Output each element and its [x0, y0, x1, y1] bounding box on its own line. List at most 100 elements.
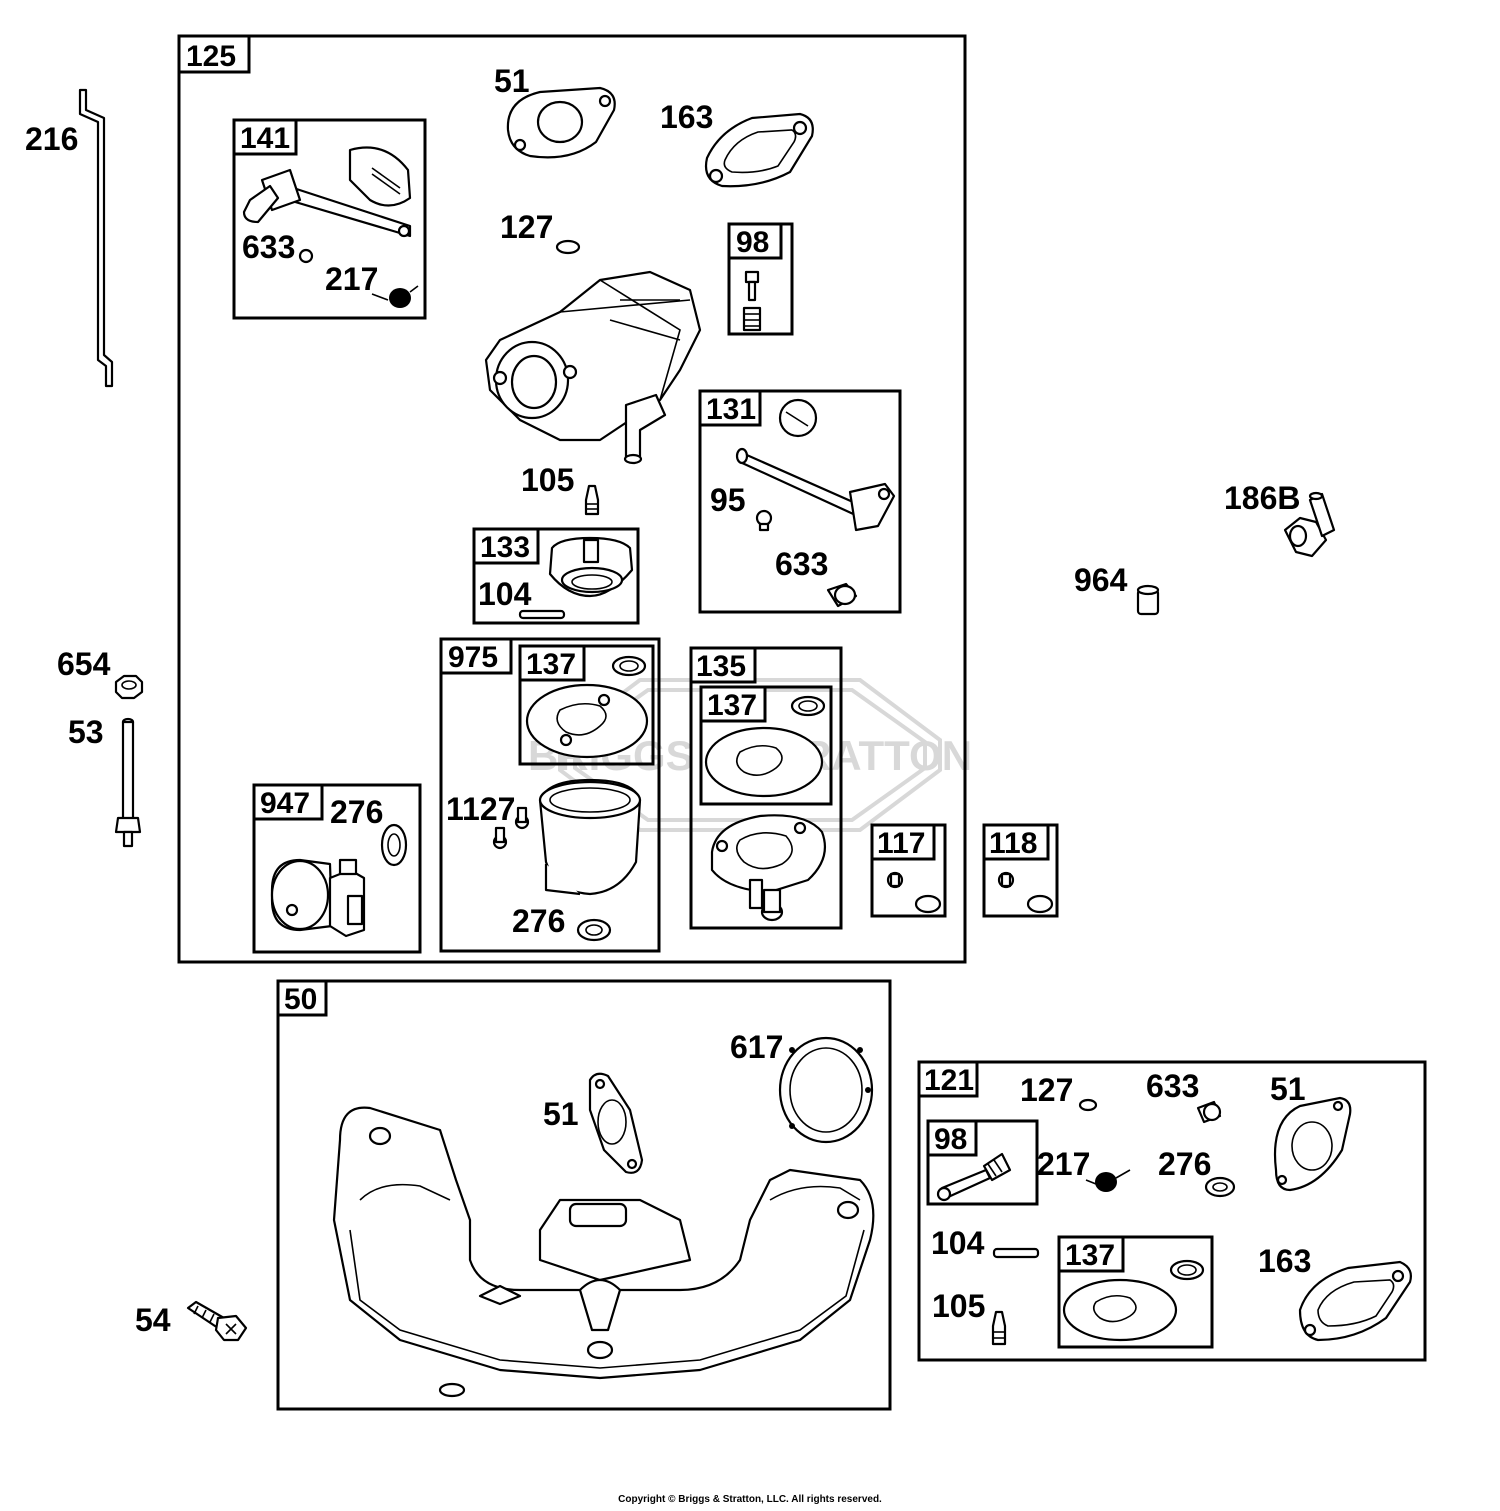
group-box-50: [276, 979, 892, 1411]
group-tag-117-frame: [870, 823, 936, 861]
group-box-947: [252, 783, 422, 954]
gasket-kit-137: [525, 655, 649, 759]
throttle-link-rod-216: [78, 88, 114, 388]
label-163-box121: 163: [1258, 1243, 1311, 1279]
group-tag-131-frame: [698, 389, 762, 427]
gasket-51-box50: [588, 1072, 644, 1174]
gasket-163-box121: [1298, 1260, 1412, 1342]
fuel-solenoid-947: [270, 858, 366, 938]
fuel-valve-186B: [1283, 491, 1336, 558]
washer-276: [576, 918, 612, 942]
group-box-135: [689, 646, 843, 930]
bushing-633-box121: [1196, 1100, 1222, 1124]
group-box-98-in-121: [926, 1119, 1039, 1206]
bolt-54: [186, 1300, 248, 1342]
label-964: 964: [1074, 562, 1128, 598]
group-tag-125-frame: [177, 34, 251, 74]
label-104-box121: 104: [931, 1225, 985, 1261]
choke-shaft-assembly: [242, 146, 412, 238]
gasket-kit-137-b: [704, 695, 826, 798]
o-ring-127-box121: [1078, 1098, 1098, 1112]
group-tag-975: 975: [448, 641, 498, 674]
group-tag-133-frame: [472, 527, 540, 565]
seal-617: [778, 1036, 874, 1144]
inlet-needle-105-box121: [991, 1310, 1007, 1346]
group-tag-137-in-135-frame: [699, 685, 767, 723]
label-633-box141: 633: [242, 229, 295, 265]
group-box-141: [232, 118, 427, 320]
group-tag-133: 133: [480, 531, 530, 564]
label-633-box121: 633: [1146, 1068, 1199, 1104]
group-box-975: [439, 637, 661, 953]
throttle-shaft-assembly: [735, 398, 896, 532]
main-jet-118: [997, 871, 1054, 914]
group-box-137-in-975: [518, 644, 655, 766]
spring-217: [371, 285, 419, 308]
bushing-633: [826, 582, 858, 608]
o-ring-127: [555, 239, 581, 255]
inlet-needle-105: [584, 484, 600, 516]
label-217-box141: 217: [325, 261, 378, 297]
idle-screw-and-spring: [742, 270, 762, 332]
label-276-box975: 276: [512, 903, 565, 939]
label-51-top: 51: [494, 63, 530, 99]
group-tag-117: 117: [877, 827, 925, 860]
group-tag-50: 50: [284, 983, 317, 1016]
idle-screw-box121: [936, 1152, 1012, 1202]
label-654: 654: [57, 646, 111, 682]
group-tag-98: 98: [736, 226, 769, 259]
group-tag-947: 947: [260, 787, 310, 820]
group-tag-141: 141: [240, 122, 290, 155]
main-jet-117: [886, 871, 942, 914]
label-216: 216: [25, 121, 78, 157]
label-105-top: 105: [521, 462, 574, 498]
group-tag-135: 135: [696, 650, 746, 683]
spring-217-box121: [1085, 1169, 1131, 1192]
group-tag-141-frame: [232, 118, 298, 156]
stud-53: [114, 717, 142, 848]
group-box-131: [698, 389, 902, 614]
label-127-box121: 127: [1020, 1072, 1073, 1108]
group-tag-137-in-135: 137: [707, 689, 757, 722]
screw-95: [755, 509, 773, 532]
group-tag-121-frame: [917, 1060, 979, 1098]
label-276-box121: 276: [1158, 1146, 1211, 1182]
fuel-bowl-adapter: [710, 814, 826, 922]
float-pin-104: [518, 609, 566, 620]
group-box-133: [472, 527, 640, 625]
label-51-box121: 51: [1270, 1071, 1306, 1107]
label-54: 54: [135, 1302, 171, 1338]
intake-manifold: [332, 1106, 875, 1398]
label-104-box133: 104: [478, 576, 532, 612]
group-tag-121: 121: [924, 1064, 974, 1097]
group-tag-98-in-121-frame: [926, 1119, 978, 1157]
nut-654: [114, 674, 144, 700]
group-tag-137-in-975-frame: [518, 644, 586, 682]
label-1127: 1127: [446, 791, 515, 827]
label-217-box121: 217: [1037, 1146, 1090, 1182]
group-box-137-in-121: [1057, 1235, 1214, 1349]
label-105-box121: 105: [932, 1288, 985, 1324]
group-tag-131: 131: [706, 393, 756, 426]
label-186B: 186B: [1224, 480, 1301, 516]
float-133: [548, 536, 634, 598]
float-pin-104-box121: [992, 1247, 1040, 1259]
washer-276-box947: [380, 823, 408, 867]
carburetor-body: [484, 270, 702, 465]
group-box-121: [917, 1060, 1427, 1362]
intake-gasket-51: [506, 86, 616, 159]
group-tag-118: 118: [989, 827, 1037, 860]
label-127-top: 127: [500, 209, 553, 245]
label-95: 95: [710, 482, 746, 518]
label-163-top: 163: [660, 99, 713, 135]
screws-1127: [492, 806, 530, 850]
carburetor-gasket-163: [704, 112, 814, 188]
group-tag-137-in-975: 137: [526, 648, 576, 681]
washer-276-box121: [1204, 1176, 1236, 1198]
bushing-633-small: [298, 248, 314, 264]
group-tag-125: 125: [186, 40, 236, 73]
label-633-box131: 633: [775, 546, 828, 582]
group-tag-137-in-121: 137: [1065, 1239, 1115, 1272]
group-tag-947-frame: [252, 783, 324, 821]
